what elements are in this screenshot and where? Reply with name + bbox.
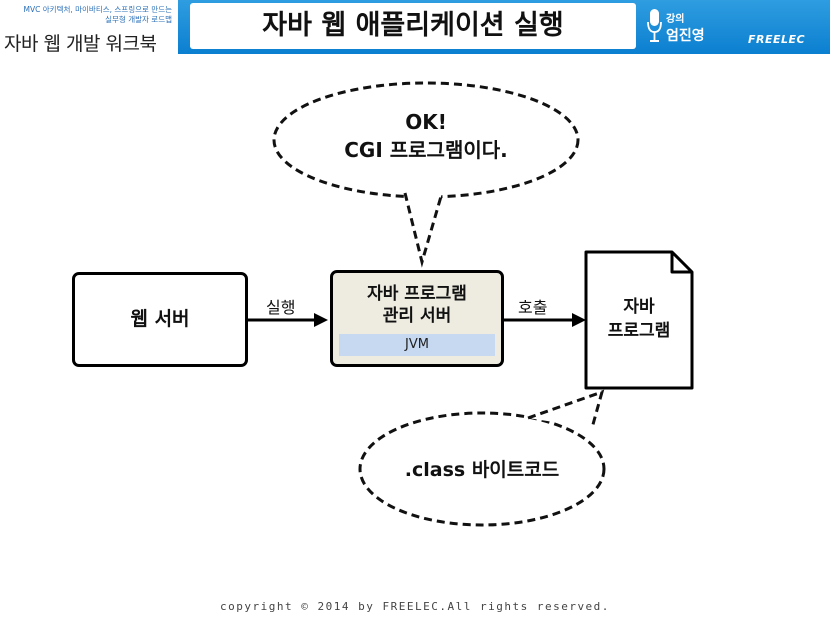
program-document: [584, 250, 694, 390]
microphone-icon: [647, 9, 662, 42]
lecturer-name: 엄진영: [666, 28, 705, 44]
manager-line1: 자바 프로그램: [367, 284, 467, 304]
book-title: 자바 웹 개발 워크북: [4, 33, 157, 55]
program-manager-box: 자바 프로그램 관리 서버 JVM: [330, 270, 504, 367]
bubble-top-text: OK! CGI 프로그램이다.: [300, 108, 552, 164]
arrow-call: [504, 313, 586, 327]
jvm-bar: JVM: [339, 334, 495, 356]
brand-logo: FREELEC: [748, 33, 806, 46]
book-subtitle-line2: 실무형 개발자 로드맵: [105, 15, 172, 24]
program-label: 자바 프로그램: [584, 295, 694, 343]
arrow-execute: [248, 313, 328, 327]
program-line1: 자바: [623, 297, 655, 317]
speech-bubble-bottom: [358, 389, 606, 527]
slide-title: 자바 웹 애플리케이션 실행: [190, 3, 636, 49]
web-server-box: 웹 서버: [72, 272, 248, 367]
bubble-bottom-text: .class 바이트코드: [404, 459, 560, 481]
book-subtitle: MVC 아키텍처, 마이바티스, 스프링으로 만드는 실무형 개발자 로드맵: [0, 5, 172, 25]
execute-label: 실행: [266, 298, 296, 317]
bubble-top-line1: OK!: [405, 110, 447, 134]
manager-line2: 관리 서버: [382, 306, 452, 326]
book-subtitle-line1: MVC 아키텍처, 마이바티스, 스프링으로 만드는: [23, 5, 172, 14]
bubble-top-line2: CGI 프로그램이다.: [344, 138, 508, 162]
lecturer-label: 강의: [666, 14, 685, 25]
speech-bubble-top: [272, 81, 580, 268]
copyright: copyright © 2014 by FREELEC.All rights r…: [220, 600, 610, 613]
program-line2: 프로그램: [607, 321, 671, 341]
book-branding: MVC 아키텍처, 마이바티스, 스프링으로 만드는 실무형 개발자 로드맵 자…: [0, 0, 178, 55]
call-label: 호출: [518, 298, 548, 317]
